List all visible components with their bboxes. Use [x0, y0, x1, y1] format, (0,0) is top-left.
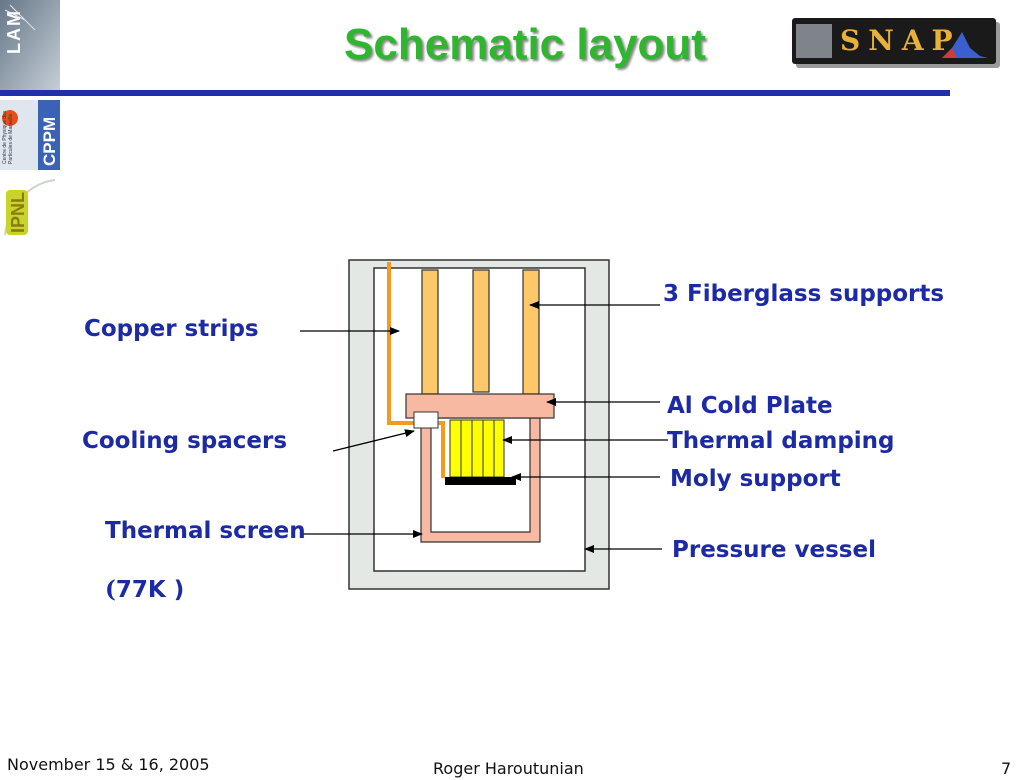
- footer-page-number: 7: [1001, 759, 1012, 778]
- label-fiberglass-supports: 3 Fiberglass supports: [663, 281, 945, 307]
- footer-author: Roger Haroutunian: [433, 759, 584, 778]
- temp-close-paren: ): [165, 577, 185, 603]
- temp-open-paren: (: [105, 576, 116, 603]
- fiberglass-support: [421, 269, 439, 395]
- ipnl-logo: IPNL: [0, 175, 60, 240]
- snap-logo-text: SNAP: [840, 24, 961, 57]
- thermal-damping: [449, 419, 505, 478]
- temp-value: 77K: [115, 577, 166, 603]
- snap-logo: SNAP: [792, 18, 1002, 68]
- footer-date: November 15 & 16, 2005: [7, 755, 210, 774]
- label-copper-strips: Copper strips: [84, 316, 259, 342]
- label-thermal-screen-temp: (77K ): [105, 576, 184, 603]
- label-moly-support: Moly support: [670, 466, 841, 492]
- moly-support: [445, 477, 516, 485]
- label-pressure-vessel: Pressure vessel: [672, 537, 876, 563]
- label-cold-plate: Al Cold Plate: [667, 393, 833, 419]
- label-thermal-screen: Thermal screen: [105, 518, 306, 544]
- label-thermal-damping: Thermal damping: [667, 428, 895, 454]
- arrow-cooling: [332, 429, 415, 452]
- fiberglass-support: [522, 269, 540, 395]
- slide-title: Schematic layout: [344, 20, 706, 69]
- lam-logo: LAM: [0, 0, 60, 90]
- title-rule: [0, 90, 950, 96]
- cppm-logo: CPPM Centre de Physique des Particules d…: [0, 100, 60, 170]
- cooling-spacer: [413, 411, 439, 429]
- fiberglass-support: [472, 269, 490, 393]
- label-cooling-spacers: Cooling spacers: [82, 428, 288, 454]
